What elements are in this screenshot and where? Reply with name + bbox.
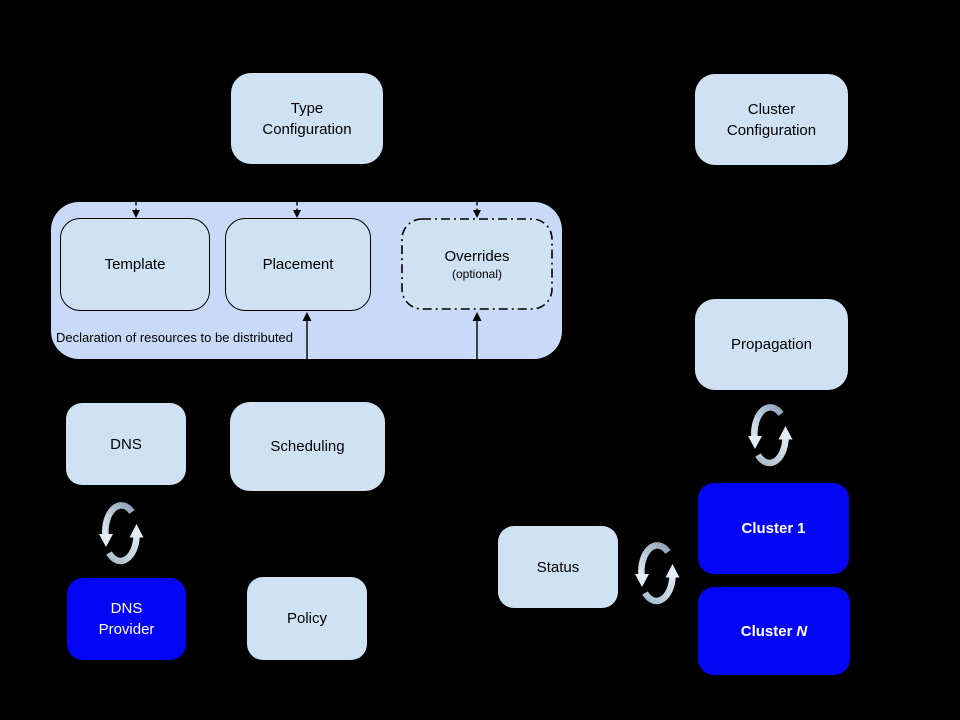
cluster-configuration-box: Cluster Configuration (695, 74, 848, 165)
scheduling-box: Scheduling (230, 402, 385, 491)
cluster-configuration-label-line1: Cluster (747, 100, 796, 118)
overrides-label: Overrides (444, 248, 510, 265)
sync-cycle-icon (632, 537, 682, 607)
propagation-label: Propagation (731, 336, 812, 353)
type-configuration-label-line1: Type (290, 99, 324, 117)
sync-cycle-icon (744, 399, 796, 469)
policy-box: Policy (247, 577, 367, 660)
status-label: Status (536, 558, 580, 576)
policy-label: Policy (286, 610, 327, 627)
dash-dot-border (401, 218, 553, 310)
dns-box: DNS (66, 403, 186, 485)
scheduling-label: Scheduling (270, 438, 345, 455)
dns-label: DNS (110, 435, 142, 453)
cluster-configuration-label-line2: Configuration (726, 121, 817, 139)
sync-cycle-icon (96, 497, 146, 567)
overrides-sublabel: (optional) (451, 267, 503, 281)
placement-label: Placement (262, 256, 334, 273)
dns-provider-label-line2: Provider (98, 621, 155, 638)
template-box: Template (60, 218, 210, 311)
dns-provider-box: DNS Provider (67, 578, 186, 660)
status-box: Status (498, 526, 618, 608)
dns-provider-label-line1: DNS (110, 600, 143, 617)
type-configuration-label-line2: Configuration (262, 120, 352, 138)
overrides-box: Overrides (optional) (401, 218, 553, 310)
propagation-box: Propagation (695, 299, 848, 390)
type-configuration-box: Type Configuration (231, 73, 383, 164)
resource-declaration-caption: Declaration of resources to be distribut… (56, 330, 294, 345)
template-label: Template (104, 256, 166, 273)
placement-box: Placement (225, 218, 371, 311)
